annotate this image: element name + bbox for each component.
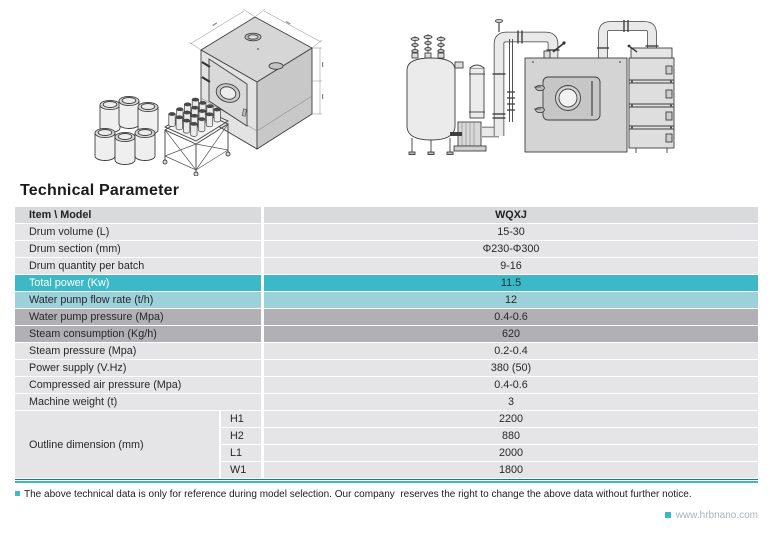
table-row: Machine weight (t)3 — [15, 394, 758, 411]
pump-icon — [450, 64, 487, 152]
outline-label-cell: Outline dimension (mm) — [15, 411, 219, 479]
param-label-cell: Water pump pressure (Mpa) — [15, 309, 262, 326]
dimension-value-cell: 2200 — [261, 411, 758, 428]
bottle-icon — [175, 115, 183, 131]
dimension-name-cell: L1 — [219, 445, 262, 462]
drum-icon — [134, 127, 156, 161]
table-row: Steam consumption (Kg/h)620 — [15, 326, 758, 343]
table-row: Steam pressure (Mpa)0.2-0.4 — [15, 343, 758, 360]
table-row: Compressed air pressure (Mpa)0.4-0.6 — [15, 377, 758, 394]
washing-chamber-icon — [524, 50, 628, 153]
table-row: Drum volume (L)15-30 — [15, 224, 758, 241]
param-value-cell: 620 — [261, 326, 758, 343]
dimension-value-cell: 880 — [261, 428, 758, 445]
left-technical-drawing — [94, 8, 324, 176]
param-value-cell: 0.2-0.4 — [261, 343, 758, 360]
param-value-cell: 15-30 — [261, 224, 758, 241]
param-value-cell: 0.4-0.6 — [261, 377, 758, 394]
page-title: Technical Parameter — [20, 182, 180, 199]
param-value-cell: 0.4-0.6 — [261, 309, 758, 326]
param-value-cell: 9-16 — [261, 258, 758, 275]
piping — [482, 18, 659, 138]
param-value-cell: Φ230-Φ300 — [261, 241, 758, 258]
param-label-cell: Drum quantity per batch — [15, 258, 262, 275]
bottle-rack-icon — [162, 97, 231, 176]
header-model-cell: WQXJ — [261, 207, 758, 224]
param-label-cell: Machine weight (t) — [15, 394, 262, 411]
table-bottom-rule — [15, 479, 758, 483]
table-row: Water pump pressure (Mpa)0.4-0.6 — [15, 309, 758, 326]
param-label-cell: Drum section (mm) — [15, 241, 262, 258]
footnote-text: The above technical data is only for ref… — [24, 489, 692, 500]
watermark-text: www.hrbnano.com — [675, 510, 758, 521]
footnote: The above technical data is only for ref… — [15, 489, 692, 500]
param-value-cell: 11.5 — [261, 275, 758, 292]
machine-cube-icon — [188, 8, 324, 150]
param-label-cell: Steam pressure (Mpa) — [15, 343, 262, 360]
header-item-cell: Item \ Model — [15, 207, 262, 224]
water-tank-icon — [406, 34, 464, 155]
drum-icon — [114, 131, 136, 165]
bottle-icon — [190, 122, 198, 137]
param-value-cell: 3 — [261, 394, 758, 411]
bottle-icon — [205, 112, 214, 128]
dimension-name-cell: W1 — [219, 462, 262, 479]
right-technical-drawing — [406, 18, 675, 155]
param-value-cell: 12 — [261, 292, 758, 309]
param-label-cell: Power supply (V.Hz) — [15, 360, 262, 377]
watermark-bullet-icon — [664, 512, 671, 518]
dimension-name-cell: H2 — [219, 428, 262, 445]
table-row: Total power (Kw)11.5 — [15, 275, 758, 292]
dimension-value-cell: 1800 — [261, 462, 758, 479]
bottle-icon — [168, 112, 176, 127]
param-label-cell: Water pump flow rate (t/h) — [15, 292, 262, 309]
param-value-cell: 380 (50) — [261, 360, 758, 377]
table-row: Water pump flow rate (t/h)12 — [15, 292, 758, 309]
drum-cluster-icon — [94, 95, 159, 165]
param-label-cell: Total power (Kw) — [15, 275, 262, 292]
dimension-name-cell: H1 — [219, 411, 262, 428]
footnote-bullet-icon — [15, 491, 20, 496]
table-row: Drum section (mm)Φ230-Φ300 — [15, 241, 758, 258]
drum-icon — [99, 99, 121, 133]
dimension-value-cell: 2000 — [261, 445, 758, 462]
bottle-icon — [182, 118, 191, 134]
table-row: Power supply (V.Hz)380 (50) — [15, 360, 758, 377]
website-watermark: www.hrbnano.com — [664, 510, 758, 521]
param-label-cell: Drum volume (L) — [15, 224, 262, 241]
param-label-cell: Compressed air pressure (Mpa) — [15, 377, 262, 394]
dimension-lines — [188, 8, 324, 115]
drum-icon — [137, 101, 159, 135]
filter-column-icon — [627, 44, 675, 153]
bottle-icon — [198, 117, 206, 132]
drum-icon — [94, 127, 116, 161]
param-label-cell: Steam consumption (Kg/h) — [15, 326, 262, 343]
bottle-icon — [213, 107, 221, 123]
drum-icon — [118, 95, 140, 129]
